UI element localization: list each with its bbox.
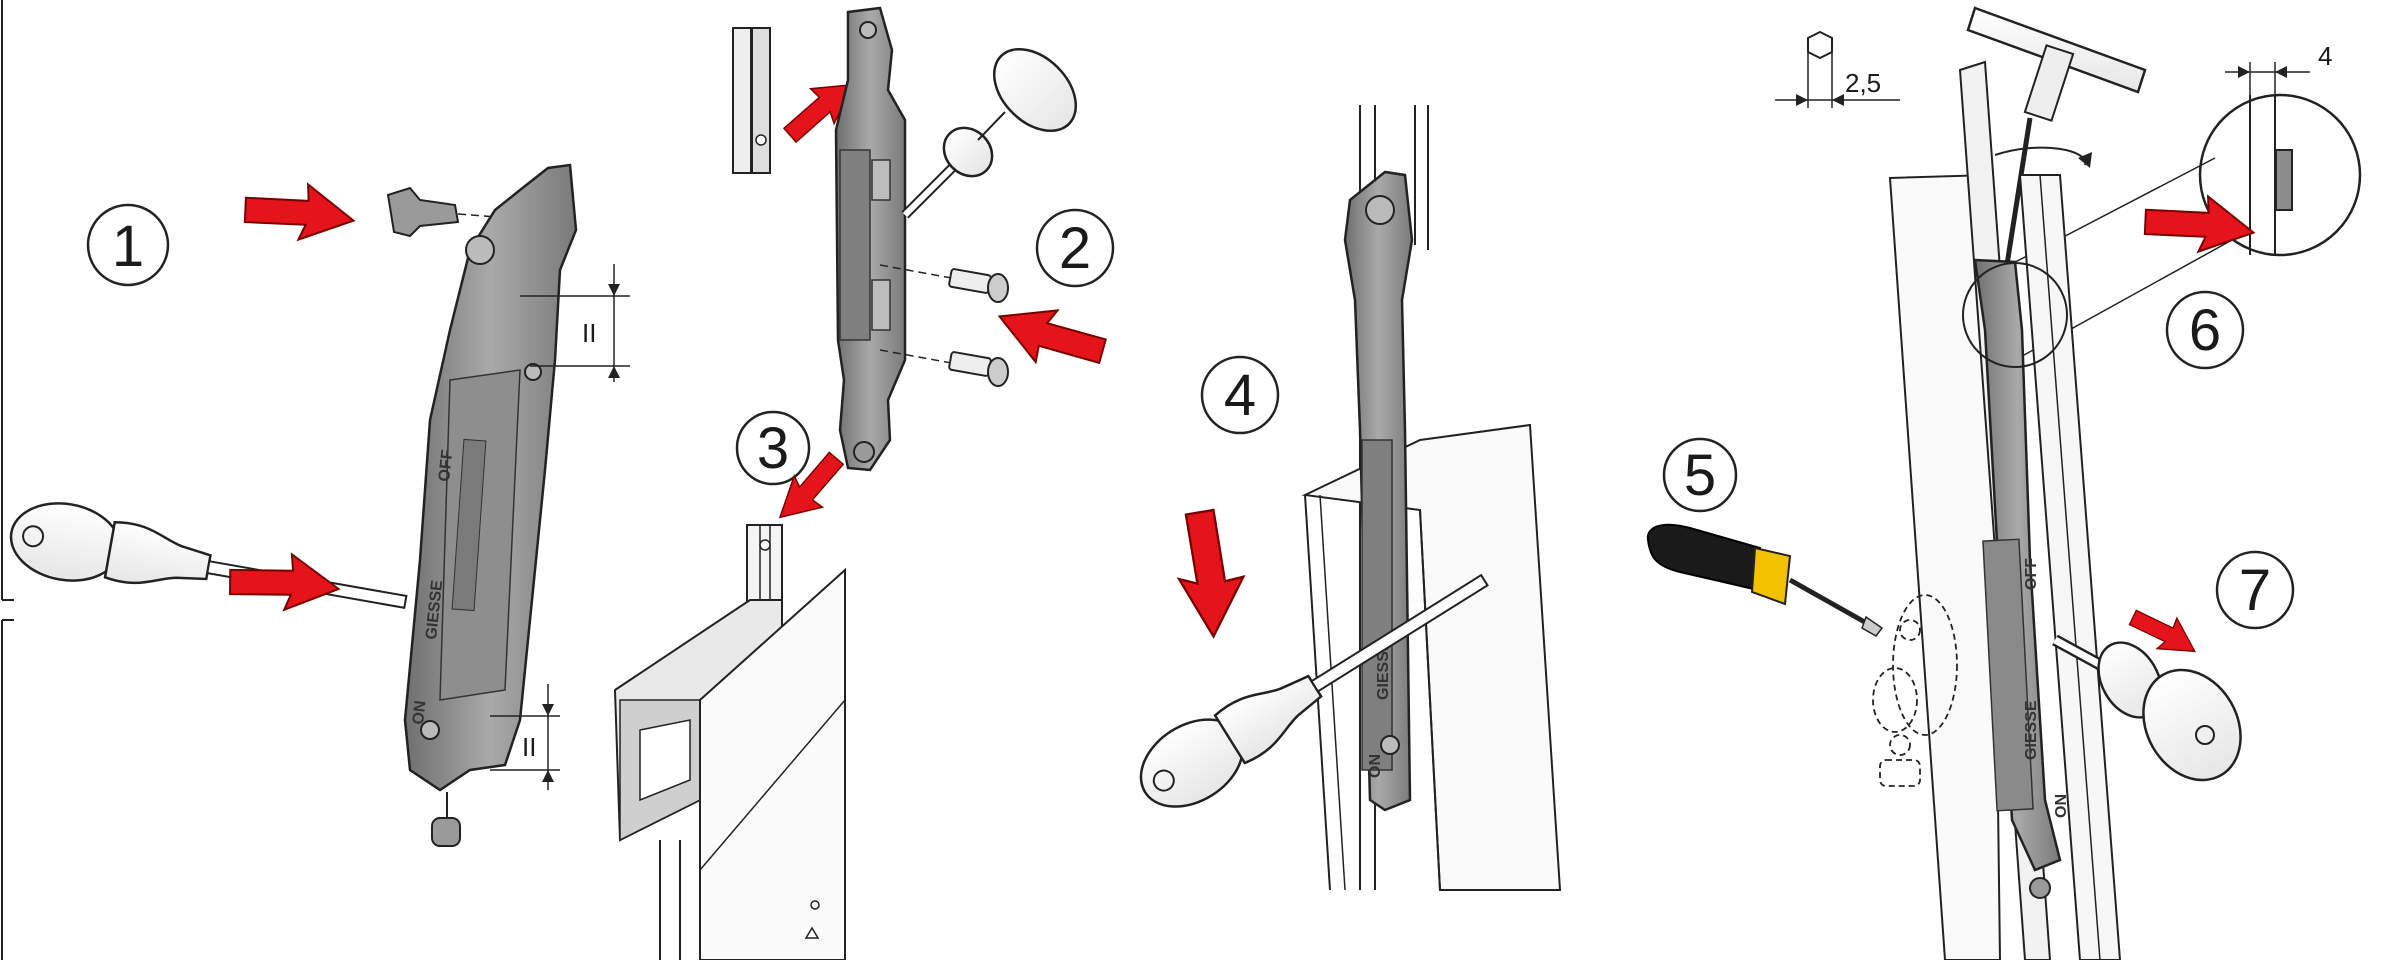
- brand-marking-7: GIESSE: [2023, 700, 2040, 760]
- arrow-step-4: [1177, 508, 1245, 638]
- step-4-circle: [1200, 355, 1280, 435]
- step-6-circle: [2165, 290, 2245, 370]
- dashed-cam-parts: [1872, 594, 1958, 787]
- step-4-label: 4: [1224, 363, 1256, 428]
- screws-step-2: [879, 264, 1009, 387]
- step-3-label: 3: [757, 416, 789, 481]
- step-2-label: 2: [1059, 216, 1091, 281]
- detail-magnifier: [1999, 93, 2362, 361]
- brand-marking: GIESSE: [423, 579, 446, 640]
- on-marking: ON: [410, 700, 429, 726]
- lock-body-1: OFF ON GIESSE: [403, 163, 578, 847]
- step-4-group: 4 GIESSE ON: [1123, 105, 1562, 891]
- detail-circle-marker: [1962, 262, 2068, 368]
- rail-top: [732, 27, 771, 174]
- dimension-gap-top: II: [520, 264, 630, 382]
- off-marking: OFF: [436, 449, 456, 483]
- lock-body-4: GIESSE ON: [1343, 170, 1414, 812]
- arrow-step-1-top: [238, 171, 360, 251]
- step-1-label: 1: [112, 214, 144, 279]
- off-marking-7: OFF: [2023, 558, 2040, 590]
- screwdriver-step-2: [901, 47, 1078, 219]
- brand-marking-4: GIESSE: [1375, 640, 1392, 700]
- step-2-circle: [1035, 208, 1115, 288]
- gap-label-top: II: [582, 318, 596, 348]
- step-7-label: 7: [2239, 558, 2271, 623]
- hex-key-label: 2,5: [1845, 68, 1881, 98]
- bracket-step-2: [834, 6, 907, 472]
- step-1-group: 1 OFF ON GIESSE II: [3, 163, 630, 847]
- profile-step-4: [1301, 105, 1562, 891]
- screwdriver-step-5: [1646, 523, 1884, 637]
- screwdriver-step-1: [3, 493, 414, 641]
- step-5-label: 5: [1684, 443, 1716, 508]
- gap-label-bottom: II: [522, 732, 536, 762]
- frame-profile-step-3: [613, 524, 846, 960]
- step-3-circle: [735, 410, 811, 486]
- step-1-circle: [86, 203, 170, 287]
- on-marking-4: ON: [1367, 754, 1384, 778]
- step-2-3-group: 2 3: [613, 6, 1115, 960]
- screwdriver-step-7: [2052, 634, 2242, 782]
- step-6-label: 6: [2189, 298, 2221, 363]
- on-marking-7: ON: [2053, 794, 2070, 818]
- step-5-circle: [1662, 437, 1738, 513]
- dimension-gap-bottom: II: [490, 684, 560, 790]
- clearance-label: 4: [2318, 41, 2332, 71]
- step-7-circle: [2215, 550, 2295, 630]
- lock-body-7: OFF GIESSE ON: [1973, 258, 2070, 899]
- hex-key-dimension: 2,5: [1775, 30, 1900, 108]
- arrow-step-1-bottom: [224, 543, 345, 620]
- step-5-7-group: 2,5 4 6: [1646, 6, 2362, 960]
- left-edge-marks: [1, 0, 14, 960]
